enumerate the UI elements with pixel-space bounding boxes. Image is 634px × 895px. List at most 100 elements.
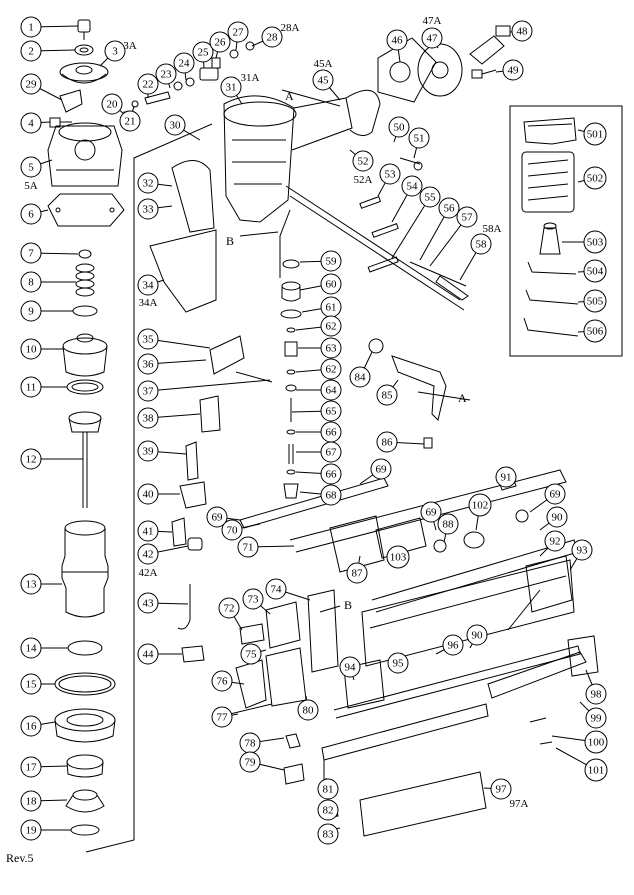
callout-circle [320,484,342,506]
callout-variant: 47A [423,15,442,27]
callout-82: 82 [317,799,339,821]
callout-49: 49 [495,59,524,81]
callout-number: 19 [26,825,38,837]
callout-circle [137,592,159,614]
callout-number: 86 [382,437,394,449]
callout-number: 59 [326,256,338,268]
callout-number: 6 [28,209,34,221]
callout-number: 81 [323,784,334,796]
callout-number: 501 [587,129,604,141]
callout-69: 69 [420,501,442,531]
callout-circle [137,380,159,402]
callout-circle [320,463,342,485]
callout-number: 54 [407,181,419,193]
callout-circle [584,730,608,754]
callout-number: 506 [587,326,604,338]
callout-circle [137,643,159,665]
callout-number: 23 [161,69,173,81]
callout-number: 503 [587,237,604,249]
callout-circle [137,440,159,462]
callout-40: 40 [137,483,180,505]
callout-38: 38 [137,407,201,429]
callout-number: 31 [226,82,237,94]
exhaust-cover-part [59,62,109,84]
callout-circle [20,73,42,95]
callout-circle [20,756,42,778]
callout-variant: 45A [314,58,333,70]
callout-36: 36 [137,353,207,375]
accessory-case-part [521,151,575,213]
callout-circle [511,20,533,42]
callout-number: 69 [550,489,562,501]
callout-26: 26 [209,31,231,59]
callout-number: 87 [352,568,364,580]
callout-65: 65 [291,400,342,422]
callout-circle [239,751,261,773]
callout-circle [227,21,249,43]
callout-leader [391,196,431,259]
callout-circle [164,114,186,136]
callout-circle [20,156,42,178]
deflector-part [59,89,83,113]
callout-number: 50 [394,122,406,134]
callout-102: 102 [468,493,492,531]
callout-44: 44 [137,643,182,665]
callout-variant: 52A [354,174,373,186]
callout-circle [242,588,264,610]
callout-number: 41 [143,526,154,538]
callout-number: 77 [217,712,229,724]
callout-circle [20,300,42,322]
callout-circle [387,652,409,674]
callout-99: 99 [579,701,607,729]
callout-number: 93 [577,545,589,557]
callout-number: 13 [26,579,38,591]
revision-label: Rev.5 [6,851,34,865]
callout-variant: 58A [483,223,502,235]
callout-71: 71 [237,536,295,558]
callout-33: 33 [137,198,173,220]
callout-number: 11 [26,382,37,394]
plate-part [70,824,100,836]
callout-number: 75 [246,649,258,661]
callout-circle [442,634,464,656]
pins-53-58-part [359,196,469,301]
callout-circle [401,175,423,197]
callout-circle [583,319,607,343]
callout-number: 1 [28,22,34,34]
callout-number: 2 [28,46,34,58]
callout-number: 14 [26,643,38,655]
head-valve-part [62,333,108,377]
callout-circle [339,656,361,678]
callout-number: 36 [143,359,155,371]
callout-63: 63 [298,337,342,359]
callout-50: 50 [388,116,410,143]
cap-flange-part [417,43,463,97]
callout-91: 91 [495,466,517,488]
callout-16: 16 [20,715,56,737]
callout-circle [420,501,442,523]
callout-circle [20,376,42,398]
bumper-part [65,789,105,813]
callout-number: 38 [143,413,155,425]
callout-number: 51 [414,133,425,145]
callout-number: 73 [248,594,260,606]
callout-number: 55 [425,192,437,204]
small-parts-88-103 [375,479,529,559]
callout-number: 82 [323,805,334,817]
callout-number: 505 [587,296,604,308]
callout-circle [346,562,368,584]
callout-number: 94 [345,662,357,674]
callout-502: 502 [577,166,607,190]
cover-plate-part [377,37,437,103]
callout-68: 68 [299,484,342,506]
callout-number: 101 [588,765,605,777]
callout-circle [437,513,459,535]
callout-8: 8 [20,271,76,293]
callout-number: 49 [508,65,520,77]
callout-circle [349,366,371,388]
callout-number: 26 [215,37,227,49]
callout-circle [379,163,401,185]
callout-number: 62 [326,364,337,376]
callout-number: 70 [227,525,239,537]
